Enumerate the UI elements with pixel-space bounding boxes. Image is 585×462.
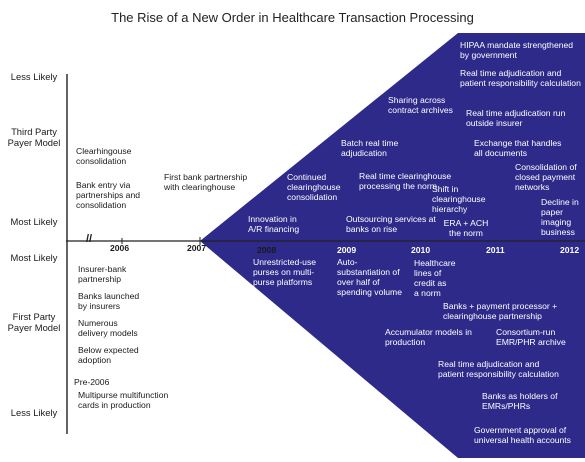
real-time-adjudication-lower: Real time adjudication and patient respo…	[438, 359, 559, 379]
year-2009: 2009	[337, 245, 357, 255]
year-2010: 2010	[411, 245, 431, 255]
batch-real-time-adjudication: Batch real time adjudication	[341, 138, 399, 158]
axis-break-mark: //	[86, 233, 93, 245]
sharing-across-contract-archives: Sharing across contract archives	[388, 95, 453, 115]
exchange-handles-all-documents: Exchange that handles all documents	[474, 138, 562, 158]
year-2011: 2011	[486, 245, 505, 255]
diagram-title: The Rise of a New Order in Healthcare Tr…	[111, 10, 474, 25]
era-ach-the-norm: ERA + ACH the norm	[443, 218, 489, 238]
real-time-clearinghouse-processing: Real time clearinghouse processing the n…	[359, 171, 452, 191]
bank-entry-via-partnerships: Bank entry via partnerships and consolid…	[76, 180, 141, 210]
multipurse-multifunction-cards: Multipurse multifunction cards in produc…	[78, 390, 169, 410]
year-2007: 2007	[187, 243, 207, 253]
continued-clearinghouse-consolidation: Continued clearinghouse consolidation	[287, 172, 341, 202]
third-party-payer-model-label: Third Party Payer Model	[7, 126, 61, 148]
accumulator-models-in-production: Accumulator models in production	[385, 327, 472, 347]
hipaa-mandate-strengthened: HIPAA mandate strengthened by government	[460, 40, 574, 60]
year-2008: 2008	[257, 245, 277, 255]
outcome-wedge	[200, 33, 585, 458]
shift-in-clearinghouse-hierarchy: Shift in clearinghouse hierarchy	[432, 184, 486, 214]
upper-most-likely-label: Most Likely	[10, 216, 58, 227]
upper-less-likely-label: Less Likely	[10, 71, 58, 82]
lower-less-likely-label: Less Likely	[10, 407, 58, 418]
year-2006: 2006	[110, 243, 130, 253]
innovation-in-ar-financing: Innovation in A/R financing	[248, 214, 300, 234]
insurer-bank-partnership: Insurer-bank partnership	[78, 264, 127, 284]
below-expected-adoption: Below expected adoption	[78, 345, 139, 365]
real-time-adjudication-outside-insurer: Real time adjudication run outside insur…	[466, 108, 566, 128]
unrestricted-use-purses: Unrestricted-use purses on multi-purse p…	[253, 257, 317, 287]
government-approval-universal-accounts: Government approval of universal health …	[474, 425, 571, 445]
first-party-payer-model-label: First Party Payer Model	[7, 311, 61, 333]
healthcare-lines-of-credit: Healthcare lines of credit as a norm	[414, 258, 456, 298]
real-time-adjudication-upper: Real time adjudication and patient respo…	[460, 68, 581, 88]
clearinghouse-consolidation-2006: Clearhingouse consolidation	[76, 146, 132, 166]
year-2012: 2012	[560, 245, 580, 255]
first-bank-partnership: First bank partnership with clearinghous…	[164, 172, 248, 192]
auto-substantiation: Auto-substantiation of over half of spen…	[337, 257, 402, 297]
banks-as-holders-of-emrs: Banks as holders of EMRs/PHRs	[482, 391, 558, 411]
banks-payment-processor-clearinghouse: Banks + payment processor + clearinghous…	[443, 301, 558, 321]
lower-most-likely-label: Most Likely	[10, 252, 58, 263]
numerous-delivery-models: Numerous delivery models	[78, 318, 138, 338]
pre-2006-label: Pre-2006	[74, 377, 110, 387]
outsourcing-services-at-banks: Outsourcing services at banks on rise	[346, 214, 436, 234]
decline-in-paper-imaging: Decline in paper imaging business	[541, 197, 579, 237]
consortium-run-emr-phr-archive: Consortium-run EMR/PHR archive	[496, 327, 566, 347]
consolidation-closed-payment-networks: Consolidation of closed payment networks	[515, 162, 577, 192]
banks-launched-by-insurers: Banks launched by insurers	[78, 291, 140, 311]
